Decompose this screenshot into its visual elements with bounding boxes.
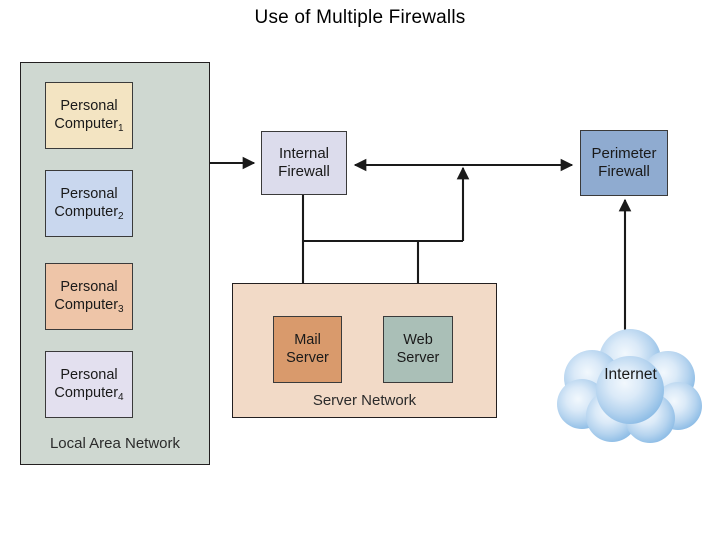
node-personal-computer-2[interactable]: Personal Computer2 bbox=[45, 170, 133, 237]
pc4-label: Computer bbox=[54, 384, 119, 401]
pc4-line2: Computer4 bbox=[54, 384, 124, 403]
node-personal-computer-4[interactable]: Personal Computer4 bbox=[45, 351, 133, 418]
perimeter-firewall-line2: Firewall bbox=[598, 163, 650, 180]
node-personal-computer-1[interactable]: Personal Computer1 bbox=[45, 82, 133, 149]
pc1-subscript: 1 bbox=[118, 122, 124, 134]
page-title: Use of Multiple Firewalls bbox=[254, 7, 466, 28]
node-perimeter-firewall[interactable]: Perimeter Firewall bbox=[580, 130, 668, 196]
pc1-line2: Computer1 bbox=[54, 115, 124, 134]
pc1-label: Computer bbox=[54, 115, 119, 132]
pc2-subscript: 2 bbox=[118, 210, 124, 222]
pc4-subscript: 4 bbox=[118, 391, 124, 403]
internal-firewall-line2: Firewall bbox=[278, 163, 330, 180]
pc4-line1: Personal bbox=[60, 367, 118, 384]
internet-cloud-shape bbox=[557, 329, 702, 443]
node-personal-computer-3[interactable]: Personal Computer3 bbox=[45, 263, 133, 330]
mail-server-line2: Server bbox=[286, 349, 329, 366]
pc3-line2: Computer3 bbox=[54, 296, 124, 315]
perimeter-firewall-line1: Perimeter bbox=[591, 145, 657, 163]
pc2-line1: Personal bbox=[60, 186, 118, 203]
web-server-line2: Server bbox=[396, 349, 440, 366]
pc1-line1: Personal bbox=[60, 98, 118, 115]
pc3-label: Computer bbox=[54, 296, 119, 313]
mail-server-line1: Mail bbox=[294, 332, 321, 349]
node-mail-server[interactable]: Mail Server bbox=[273, 316, 342, 383]
internal-firewall-line1: Internal bbox=[278, 145, 330, 163]
node-internet-label[interactable]: Internet bbox=[604, 366, 657, 383]
pc3-subscript: 3 bbox=[118, 303, 124, 315]
node-internal-firewall[interactable]: Internal Firewall bbox=[261, 131, 347, 195]
server-network-group: Server Network bbox=[232, 283, 497, 418]
node-web-server[interactable]: Web Server bbox=[383, 316, 453, 383]
pc2-label: Computer bbox=[54, 203, 119, 220]
pc2-line2: Computer2 bbox=[54, 203, 124, 222]
web-server-line1: Web bbox=[403, 332, 433, 349]
pc3-line1: Personal bbox=[60, 279, 118, 296]
lan-group-label: Local Area Network bbox=[49, 435, 181, 452]
server-network-group-label: Server Network bbox=[312, 392, 417, 409]
